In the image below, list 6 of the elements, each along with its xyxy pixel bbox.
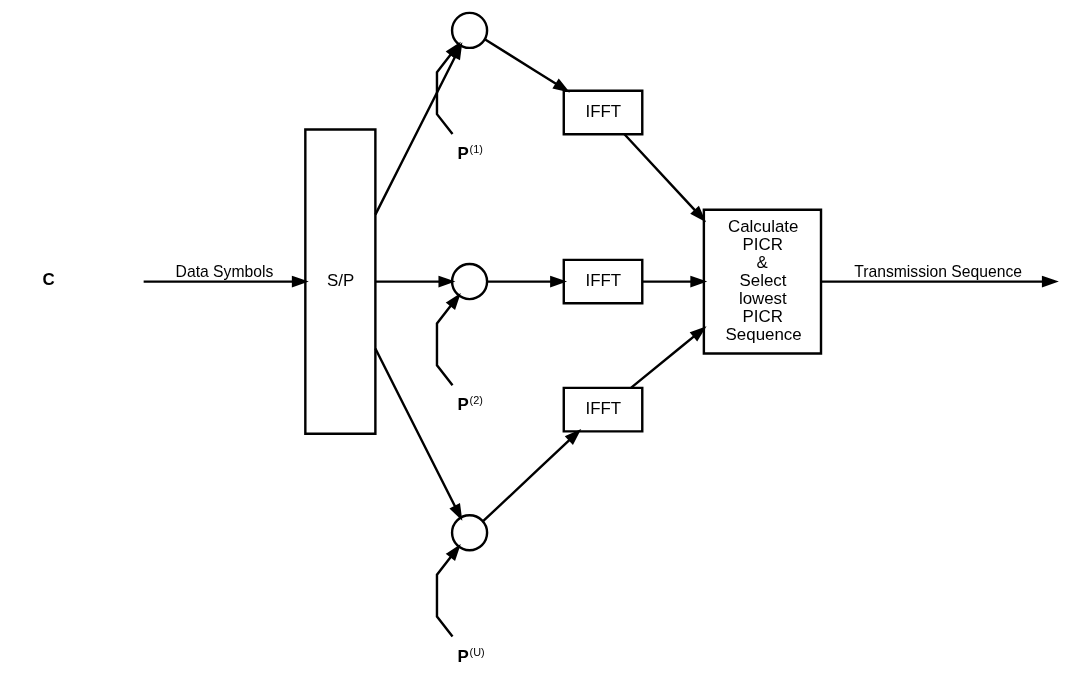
node-text: P$^{(2)}$ [457,394,483,415]
node-text: P$^{(1)}$ [457,143,483,164]
edge-label: Transmission Sequence [853,263,1022,281]
node-text: P$^{(U)}$ [457,645,485,666]
edge-label: Data Symbols [175,263,273,281]
label: C [41,269,55,289]
